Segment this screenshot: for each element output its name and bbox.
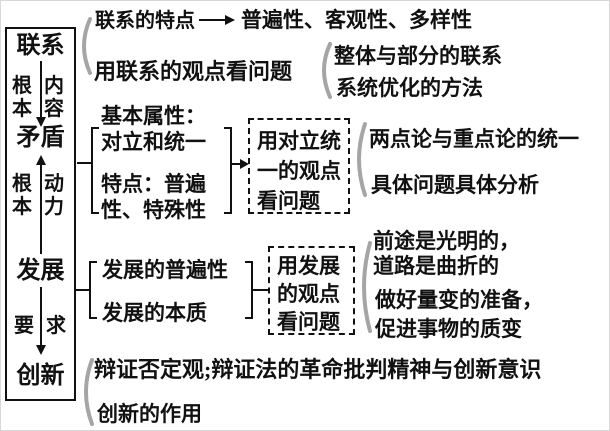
left-bracket	[91, 127, 99, 214]
spine-node-chuangxin: 创新	[16, 363, 65, 389]
fazhan-item-essence: 发展的本质	[102, 301, 207, 325]
maodun-feat-line1: 特点：普遍	[101, 172, 206, 196]
spine-node-maodun: 矛盾	[16, 125, 65, 151]
connector-line	[76, 289, 89, 291]
arrow-down-icon	[36, 61, 46, 127]
chuangxin-item-role: 创新的作用	[97, 402, 202, 426]
maodun-attr-line1: 基本属性：	[101, 104, 206, 128]
lianxi-child-whole-part: 整体与部分的联系	[334, 44, 502, 68]
edge1-right-label: 内容	[44, 75, 64, 120]
maodun-box-line1: 用对立统	[257, 129, 341, 153]
maodun-child-two-points: 两点论与重点论的统一	[369, 127, 579, 151]
fazhan-item-universality: 发展的普遍性	[102, 258, 228, 282]
right-bracket	[224, 127, 232, 214]
spine-node-lianxi: 联系	[16, 33, 65, 59]
fazhan-viewpoint-box: 用发展 的观点 看问题	[268, 246, 355, 335]
lianxi-feature-result-text: 普遍性、客观性、多样性	[241, 8, 472, 32]
edge3-right-label: 求	[46, 315, 66, 337]
arrow-right-icon	[199, 15, 235, 25]
maodun-box-line2: 一的观点	[257, 159, 341, 183]
lianxi-viewpoint-text: 用联系的观点看问题	[94, 59, 293, 84]
edge1-left-label: 根本	[12, 75, 32, 120]
fazhan-box-line2: 的观点	[277, 282, 340, 306]
brace-icon	[357, 122, 367, 197]
fazhan-child1-line2: 道路是曲折的	[373, 254, 499, 278]
edge2-left-label: 根本	[12, 173, 32, 218]
spine-box	[5, 27, 76, 401]
fazhan-child1-line1: 前途是光明的，	[373, 229, 520, 253]
maodun-child-concrete: 具体问题具体分析	[371, 173, 539, 197]
brace-icon	[322, 42, 332, 99]
right-bracket	[245, 261, 253, 319]
brace-icon	[84, 358, 94, 426]
brace-icon	[362, 241, 372, 333]
chuangxin-item-negation: 辩证否定观;辩证法的革命批判精神与创新意识	[94, 357, 542, 382]
arrow-up-icon	[36, 155, 46, 254]
fazhan-box-line3: 看问题	[277, 310, 340, 334]
fazhan-box-line1: 用发展	[277, 254, 340, 278]
spine-node-fazhan: 发展	[16, 258, 65, 284]
maodun-feat-line2: 性、特殊性	[101, 198, 206, 222]
connector-line	[253, 289, 268, 291]
maodun-viewpoint-box: 用对立统 一的观点 看问题	[248, 118, 350, 214]
fazhan-child2-line1: 做好量变的准备，	[375, 288, 543, 312]
left-bracket	[89, 261, 97, 319]
connector-line	[77, 162, 91, 164]
edge3-left-label: 要	[14, 315, 34, 337]
fazhan-child2-line2: 促进事物的质变	[375, 317, 522, 341]
lianxi-feature-text: 联系的特点	[95, 10, 195, 32]
maodun-attr-line2: 对立和统一	[101, 130, 206, 154]
maodun-box-line3: 看问题	[257, 189, 320, 213]
arrow-right-icon	[232, 159, 249, 169]
lianxi-child-system: 系统优化的方法	[336, 76, 483, 100]
arrow-down-icon	[36, 287, 46, 355]
brace-icon	[82, 17, 92, 75]
edge2-right-label: 动力	[44, 173, 64, 218]
